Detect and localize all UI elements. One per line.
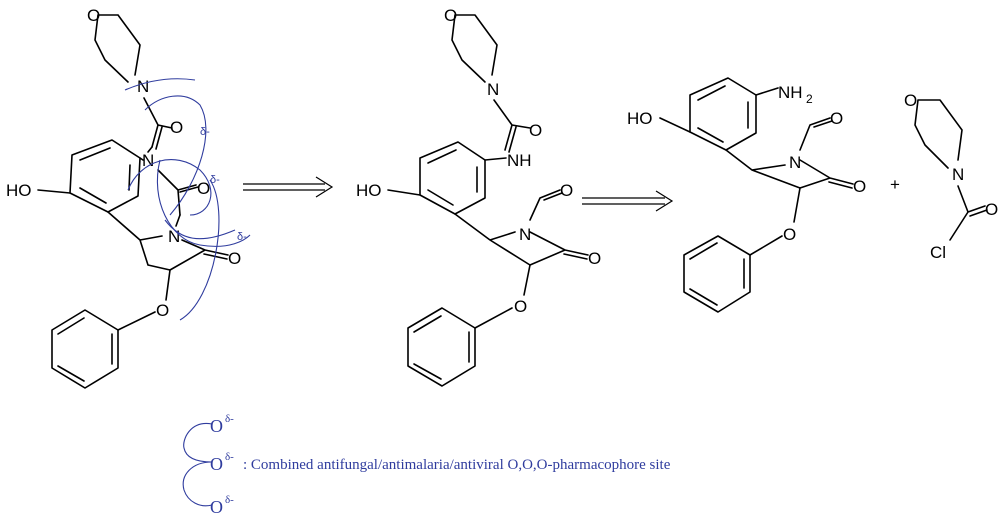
interaction-arc-5 xyxy=(156,159,251,247)
chloride-atom: Cl xyxy=(930,243,946,262)
lactam-carbonyl-oxygen-3: O xyxy=(853,177,866,196)
lactam-carbonyl-oxygen-1: O xyxy=(228,249,241,268)
morpholine-nitrogen-1: N xyxy=(137,77,149,96)
delta-minus-label-2: δ- xyxy=(210,174,220,186)
carbamoyl-oxygen: O xyxy=(985,200,998,219)
interaction-arc-2 xyxy=(144,95,207,216)
morpholine-oxygen-4: O xyxy=(904,91,917,110)
delta-minus-label-3: δ- xyxy=(237,231,247,243)
interaction-arc-4 xyxy=(164,219,236,240)
legend-description: : Combined antifungal/antimalaria/antivi… xyxy=(243,457,671,473)
urea-nh: NH xyxy=(507,151,532,170)
legend-delta-3: δ- xyxy=(225,494,234,506)
amino-group-nh: NH xyxy=(778,83,803,102)
morpholine-nitrogen-2: N xyxy=(487,80,499,99)
ether-oxygen-3: O xyxy=(783,225,796,244)
hydroxyl-group-2: HO xyxy=(356,181,382,200)
retrosynthesis-arrow-1 xyxy=(243,176,334,198)
hydroxyl-group-1: HO xyxy=(6,181,32,200)
interaction-arc-6 xyxy=(179,179,220,321)
legend-oxygen-3: O xyxy=(210,497,223,517)
pharmacophore-legend: O δ- O δ- O δ- : Combined antifungal/ant… xyxy=(182,413,671,517)
morpholine-nitrogen-4: N xyxy=(952,165,964,184)
lactam-nitrogen-3: N xyxy=(789,153,801,172)
ether-oxygen-2: O xyxy=(514,297,527,316)
legend-oxygen-2: O xyxy=(210,454,223,474)
formyl-oxygen-2: O xyxy=(560,181,573,200)
ring-nitrogen-1: N xyxy=(142,151,154,170)
molecule-fragment-carbamoyl-chloride: O N O Cl xyxy=(904,91,998,262)
legend-delta-1: δ- xyxy=(225,413,234,425)
ether-oxygen-1: O xyxy=(156,301,169,320)
molecule-intermediate: O N O NH HO N O O O xyxy=(356,6,601,387)
carbonyl-oxygen-2: O xyxy=(197,179,210,198)
interaction-arc-3 xyxy=(127,159,212,216)
lactam-nitrogen-2: N xyxy=(519,225,531,244)
carbonyl-oxygen-1: O xyxy=(170,118,183,137)
lactam-carbonyl-oxygen-2: O xyxy=(588,249,601,268)
delta-minus-label-1: δ- xyxy=(200,126,210,138)
formyl-oxygen-3: O xyxy=(830,109,843,128)
morpholine-oxygen-1: O xyxy=(87,6,100,25)
urea-carbonyl-oxygen: O xyxy=(529,121,542,140)
retrosynthesis-arrow-2 xyxy=(582,190,674,212)
legend-delta-2: δ- xyxy=(225,451,234,463)
molecule-fragment-azetidinone: NH 2 HO N O O O xyxy=(627,77,866,313)
plus-sign: + xyxy=(890,175,900,194)
amino-group-subscript: 2 xyxy=(806,92,813,106)
hydroxyl-group-3: HO xyxy=(627,109,653,128)
interaction-arc-1 xyxy=(124,78,196,91)
morpholine-oxygen-2: O xyxy=(444,6,457,25)
legend-oxygen-1: O xyxy=(210,416,223,436)
legend-bracket xyxy=(182,423,213,507)
molecule-target: O N O HO N O N O O δ- δ- δ- xyxy=(6,6,251,389)
